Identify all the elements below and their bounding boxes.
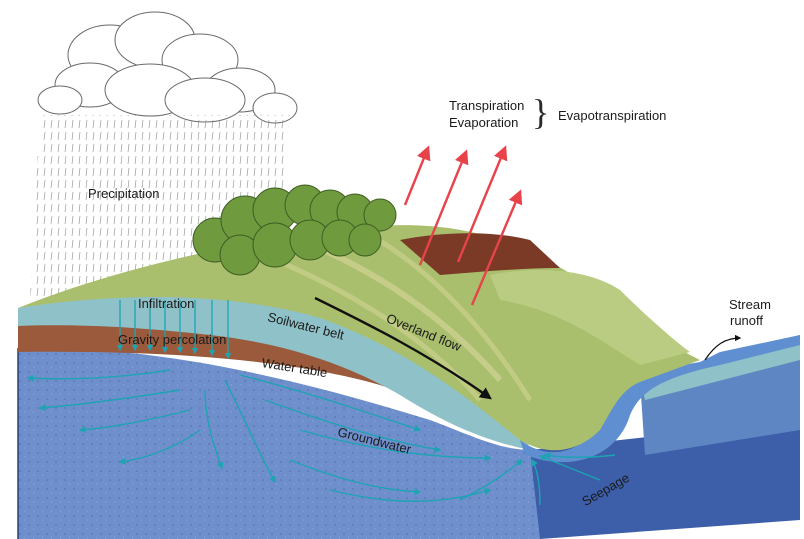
label-infiltration: Infiltration xyxy=(138,296,195,311)
label-runoff: runoff xyxy=(730,313,764,328)
cloud-icon xyxy=(37,11,298,124)
label-evaporation: Evaporation xyxy=(449,115,519,130)
label-stream: Stream xyxy=(729,297,771,312)
tree-cluster xyxy=(192,184,397,276)
label-gravity-percolation: Gravity percolation xyxy=(118,332,227,347)
stream-channel xyxy=(520,335,800,463)
overland-flow-arrow xyxy=(314,296,492,400)
pasture xyxy=(490,270,690,365)
brace-icon: } xyxy=(532,92,550,132)
plowed-field xyxy=(400,233,560,275)
soilwater-layer xyxy=(18,295,530,450)
infiltration-arrows xyxy=(116,300,232,360)
label-transpiration: Transpiration xyxy=(449,98,525,113)
groundwater-flow-arrows xyxy=(26,369,616,506)
stream-runoff-arrow xyxy=(704,334,742,361)
brown-layer xyxy=(18,320,470,400)
label-evapotranspiration: Evapotranspiration xyxy=(558,108,667,123)
evapotranspiration-arrows xyxy=(403,145,523,306)
label-precipitation: Precipitation xyxy=(88,186,160,201)
